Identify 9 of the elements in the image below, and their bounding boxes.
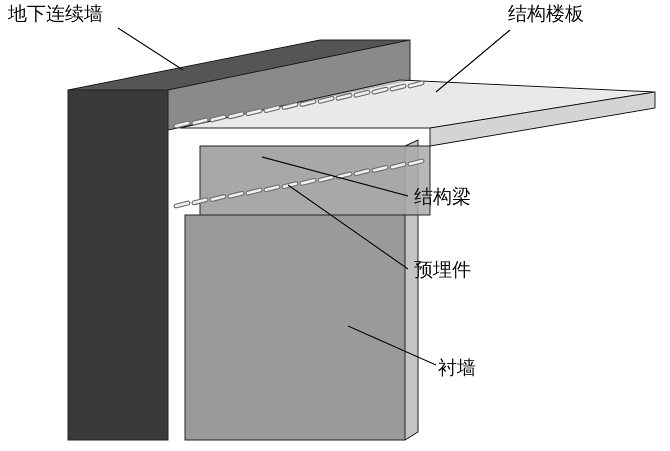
leader-line [288,184,408,270]
leader-line [262,156,408,197]
part-label: 结构楼板 [508,4,584,25]
diaphragm-wall-drawing [68,39,410,440]
leader-line [436,30,510,92]
part-label: 衬墙 [438,358,476,379]
leader-line [118,28,184,70]
slab-drawing [180,80,656,147]
part-label: 地下连续墙 [8,4,103,25]
